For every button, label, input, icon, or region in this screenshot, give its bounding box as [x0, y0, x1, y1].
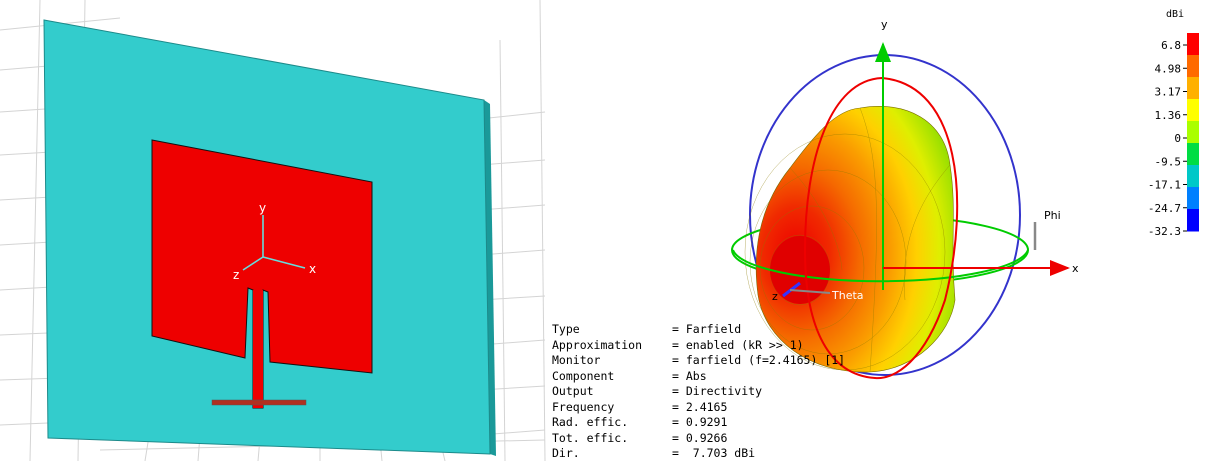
info-key: Type — [552, 322, 580, 336]
colorbar-segment — [1187, 55, 1199, 78]
theta-arrow — [789, 289, 831, 294]
axis-label-z-right: z — [772, 290, 778, 303]
colorbar-tick-label: 4.98 — [1155, 62, 1182, 75]
colorbar: dBi 6.8 4.98 3.17 1.36 0 -9.5 -17.1 -24.7 -32.3 — [1148, 9, 1199, 238]
info-key: Output — [552, 384, 594, 398]
theta-label: Theta — [831, 289, 864, 302]
colorbar-segment — [1187, 187, 1199, 210]
info-key: Frequency — [552, 399, 615, 414]
info-value: = 7.703 dBi — [672, 446, 756, 460]
info-row: Tot. effic. = 0.9266 — [552, 431, 727, 445]
colorbar-tick-label: -32.3 — [1148, 225, 1181, 238]
colorbar-segment — [1187, 33, 1199, 56]
info-row: Monitor = farfield (f=2.4165) [1] — [552, 353, 845, 367]
axis-label-x-right: x — [1072, 262, 1079, 275]
info-row: Component = Abs — [552, 369, 707, 383]
substrate-side-edge — [484, 100, 496, 456]
axis-label-y-right: y — [881, 18, 888, 31]
port-connector — [211, 399, 307, 406]
axis-label-z-left: z — [233, 268, 239, 282]
colorbar-tick-label: 1.36 — [1155, 109, 1182, 122]
info-key: Component — [552, 368, 615, 383]
info-value: = Abs — [672, 368, 707, 383]
local-axes — [242, 215, 306, 271]
info-row: Rad. effic. = 0.9291 — [552, 415, 727, 429]
colorbar-stripes — [1187, 33, 1199, 232]
colorbar-tick-label: 3.17 — [1155, 86, 1182, 99]
info-value: = farfield (f=2.4165) [1] — [672, 353, 846, 367]
info-value: = 0.9266 — [672, 430, 728, 445]
info-key: Monitor — [552, 353, 601, 367]
colorbar-ticks: 6.8 4.98 3.17 1.36 0 -9.5 -17.1 -24.7 -32.3 — [1148, 39, 1187, 238]
info-value: = 0.9291 — [672, 415, 728, 429]
farfield-3d-view[interactable]: y x z Phi Theta — [731, 18, 1079, 380]
theta-ring-red — [803, 76, 959, 380]
info-row: Dir. = 7.703 dBi — [552, 446, 755, 460]
axis-label-y-left: y — [259, 201, 266, 215]
feed-line[interactable] — [253, 290, 263, 408]
colorbar-tick-label: -9.5 — [1155, 155, 1182, 168]
info-key: Approximation — [552, 337, 643, 352]
info-key: Dir. — [552, 446, 580, 460]
colorbar-segment — [1187, 99, 1199, 122]
antenna-3d-view[interactable]: y x z — [0, 0, 546, 461]
info-key: Tot. effic. — [552, 430, 629, 445]
colorbar-segment — [1187, 77, 1199, 100]
info-value: = Farfield — [672, 322, 742, 336]
colorbar-segment — [1187, 143, 1199, 166]
colorbar-unit: dBi — [1166, 9, 1184, 20]
phi-ring-green-front — [732, 249, 1029, 283]
info-value: = enabled (kR >> 1) — [672, 337, 804, 352]
max-directivity-spot — [770, 236, 830, 304]
info-row: Type = Farfield — [552, 322, 741, 336]
colorbar-tick-label: 0 — [1174, 132, 1181, 145]
info-row: Frequency = 2.4165 — [552, 400, 727, 414]
colorbar-segment — [1187, 165, 1199, 188]
colorbar-tick-label: -24.7 — [1148, 202, 1181, 215]
lobe-facets — [744, 107, 951, 373]
info-value: = 2.4165 — [672, 399, 728, 414]
info-key: Rad. effic. — [552, 415, 629, 429]
colorbar-segment — [1187, 121, 1199, 144]
phi-label: Phi — [1044, 209, 1061, 222]
info-value: = Directivity — [672, 384, 763, 398]
colorbar-tick-label: -17.1 — [1148, 179, 1181, 192]
colorbar-tick-label: 6.8 — [1161, 39, 1181, 52]
info-row: Approximation = enabled (kR >> 1) — [552, 338, 804, 352]
axis-label-x-left: x — [309, 262, 316, 276]
info-row: Output = Directivity — [552, 384, 762, 398]
colorbar-segment — [1187, 209, 1199, 232]
